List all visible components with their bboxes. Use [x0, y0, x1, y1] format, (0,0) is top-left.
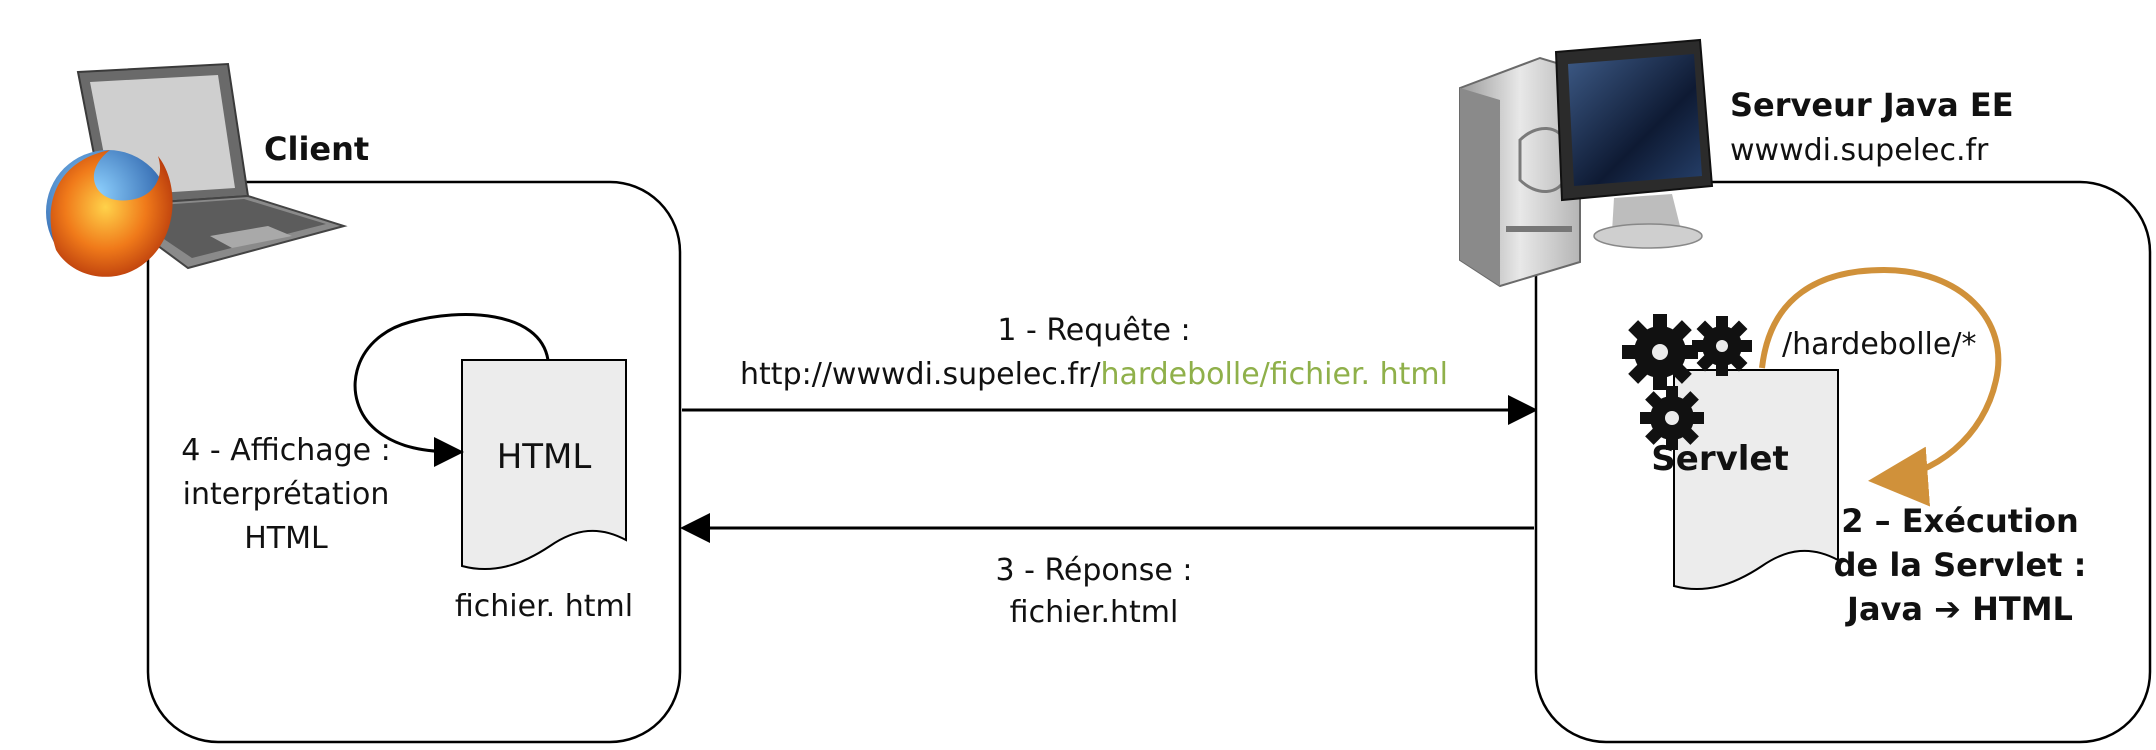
step2-line2: de la Servlet : [1834, 546, 2087, 584]
display-loop-arrow [353, 313, 550, 467]
response-title: 3 - Réponse : [995, 553, 1192, 588]
client-box [146, 180, 682, 744]
servlet-document [1673, 369, 1839, 590]
firefox-icon [46, 150, 173, 277]
request-url-base: http://wwwdi.supelec.fr/ [740, 357, 1101, 392]
servlet-loop-arrow [1759, 266, 2002, 507]
server-host: wwwdi.supelec.fr [1730, 133, 1989, 168]
step4-line2: interprétation [183, 477, 390, 512]
step2-line3: Java ➔ HTML [1845, 590, 2073, 628]
client-title: Client [264, 130, 369, 168]
request-url: http://wwwdi.supelec.fr/hardebolle/fichi… [740, 357, 1448, 392]
step4-line1: 4 - Affichage : [181, 433, 391, 468]
step2-line1: 2 – Exécution [1841, 502, 2079, 540]
step4-line3: HTML [244, 521, 328, 556]
html-document [461, 359, 627, 570]
monitor-icon [1554, 38, 1714, 249]
request-url-path: hardebolle/fichier. html [1100, 357, 1448, 392]
server-box [1534, 180, 2152, 744]
file-caption: fichier. html [455, 589, 633, 624]
server-title: Serveur Java EE [1730, 86, 2014, 124]
html-document-label: HTML [497, 437, 592, 477]
servlet-mapping: /hardebolle/* [1782, 327, 1976, 362]
server-tower-icon [1459, 56, 1581, 288]
request-title: 1 - Requête : [997, 313, 1190, 348]
response-file: fichier.html [1010, 595, 1179, 630]
